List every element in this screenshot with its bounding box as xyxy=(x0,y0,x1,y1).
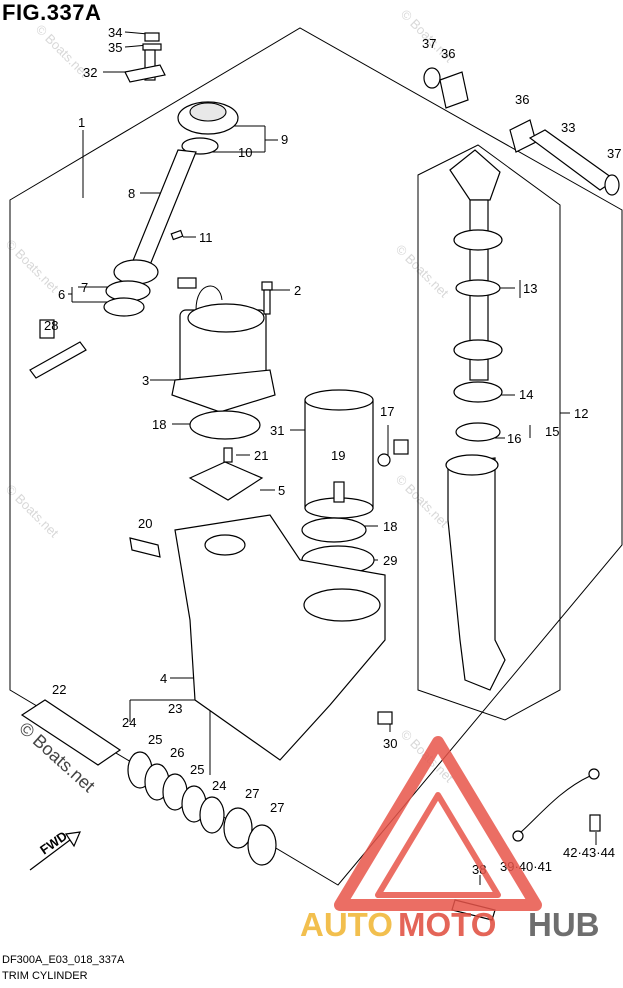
bushing-36 xyxy=(439,71,469,109)
callout-26: 26 xyxy=(170,745,184,760)
callout-37: 37 xyxy=(422,36,436,51)
callout-25: 25 xyxy=(148,732,162,747)
filter-21 xyxy=(223,447,233,463)
cap-34 xyxy=(144,32,160,42)
brand-auto: AUTO xyxy=(300,906,393,943)
callout-10: 10 xyxy=(238,145,252,160)
callout-24b: 24 xyxy=(212,778,226,793)
callout-23: 23 xyxy=(168,701,182,716)
figure-code: DF300A_E03_018_337A xyxy=(2,954,125,966)
brand-moto: MOTO xyxy=(398,906,496,943)
ring-27 xyxy=(223,807,253,849)
figure-name: TRIM CYLINDER xyxy=(2,970,88,982)
brand-hub: HUB xyxy=(528,906,600,943)
figure-title: FIG.337A xyxy=(2,0,102,25)
assembly-outline xyxy=(9,27,623,886)
callout-36: 36 xyxy=(441,46,455,61)
tube-8 xyxy=(131,149,197,266)
callout-14: 14 xyxy=(519,387,533,402)
piston-14 xyxy=(453,381,503,403)
logo-triangle xyxy=(334,736,542,911)
callout-2: 2 xyxy=(294,283,301,298)
watermark-text: © Boats.net xyxy=(3,237,62,296)
callout-37b: 37 xyxy=(607,146,621,161)
o-ring-10 xyxy=(181,137,219,155)
bolt-19 xyxy=(333,481,345,503)
callout-32: 32 xyxy=(83,65,97,80)
screw-2 xyxy=(263,289,271,315)
fitting-20 xyxy=(129,537,161,558)
callout-28: 28 xyxy=(44,318,58,333)
watermark-text: © Boats.net xyxy=(3,482,62,541)
bolt-32-head xyxy=(124,64,166,83)
cylinder-outline xyxy=(417,144,561,721)
callout-27: 27 xyxy=(245,786,259,801)
bushing-36b xyxy=(509,119,537,153)
callout-17: 17 xyxy=(380,404,394,419)
callout-35: 35 xyxy=(108,40,122,55)
callout-33: 33 xyxy=(561,120,575,135)
fwd-arrow xyxy=(29,831,81,871)
callout-7: 7 xyxy=(81,280,88,295)
callout-11: 11 xyxy=(199,230,213,245)
clip-37 xyxy=(423,67,441,89)
motor-3-flange xyxy=(171,369,276,413)
pin-33 xyxy=(528,129,617,191)
callout-15: 15 xyxy=(545,424,559,439)
callout-31: 31 xyxy=(270,423,284,438)
bolt-42 xyxy=(589,814,601,832)
callout-27b: 27 xyxy=(270,800,284,815)
washer-35 xyxy=(142,43,162,51)
callout-29: 29 xyxy=(383,553,397,568)
ring-27b xyxy=(247,824,277,866)
clip-37b xyxy=(604,174,620,196)
callout-8: 8 xyxy=(128,186,135,201)
ring-16 xyxy=(455,422,501,442)
callout-3: 3 xyxy=(142,373,149,388)
ring-24b xyxy=(199,796,225,834)
callout-24: 24 xyxy=(122,715,136,730)
callout-6: 6 xyxy=(58,287,65,302)
callout-19: 19 xyxy=(331,448,345,463)
plate-5 xyxy=(188,461,264,501)
ground-wire xyxy=(519,775,591,834)
callout-1: 1 xyxy=(78,115,85,130)
rod-eye xyxy=(449,149,501,201)
callout-36b: 36 xyxy=(515,92,529,107)
tube-22 xyxy=(20,699,122,766)
o-ring-18 xyxy=(189,410,261,440)
automotohub-logo: AUTO MOTO HUB xyxy=(300,736,600,943)
callout-labels: 34 35 32 1 9 10 8 11 7 6 2 28 3 18 31 17… xyxy=(44,25,621,877)
manifold-4 xyxy=(174,514,386,761)
plug-17 xyxy=(393,439,409,455)
pin-11 xyxy=(170,229,184,241)
valve-28-cap xyxy=(39,319,55,339)
bolt-32 xyxy=(144,49,156,81)
callout-21: 21 xyxy=(254,448,268,463)
plug-30 xyxy=(377,711,393,725)
parts-art xyxy=(20,32,620,921)
callout-4: 4 xyxy=(160,671,167,686)
callout-9: 9 xyxy=(281,132,288,147)
ring-6 xyxy=(103,297,145,317)
callout-16: 16 xyxy=(507,431,521,446)
callout-13: 13 xyxy=(523,281,537,296)
callout-42-43-44: 42·43·44 xyxy=(563,845,615,860)
callout-5: 5 xyxy=(278,483,285,498)
callout-30: 30 xyxy=(383,736,397,751)
callout-18: 18 xyxy=(152,417,166,432)
o-ring-13 xyxy=(455,279,501,297)
valve-28 xyxy=(29,341,87,379)
callout-20: 20 xyxy=(138,516,152,531)
callout-25b: 25 xyxy=(190,762,204,777)
watermark-text: © Boats.net xyxy=(393,242,452,301)
watermark-text: © Boats.net xyxy=(393,472,452,531)
callout-18b: 18 xyxy=(383,519,397,534)
callout-12: 12 xyxy=(574,406,588,421)
cylinder-body xyxy=(447,457,506,691)
callout-22: 22 xyxy=(52,682,66,697)
callout-34: 34 xyxy=(108,25,122,40)
